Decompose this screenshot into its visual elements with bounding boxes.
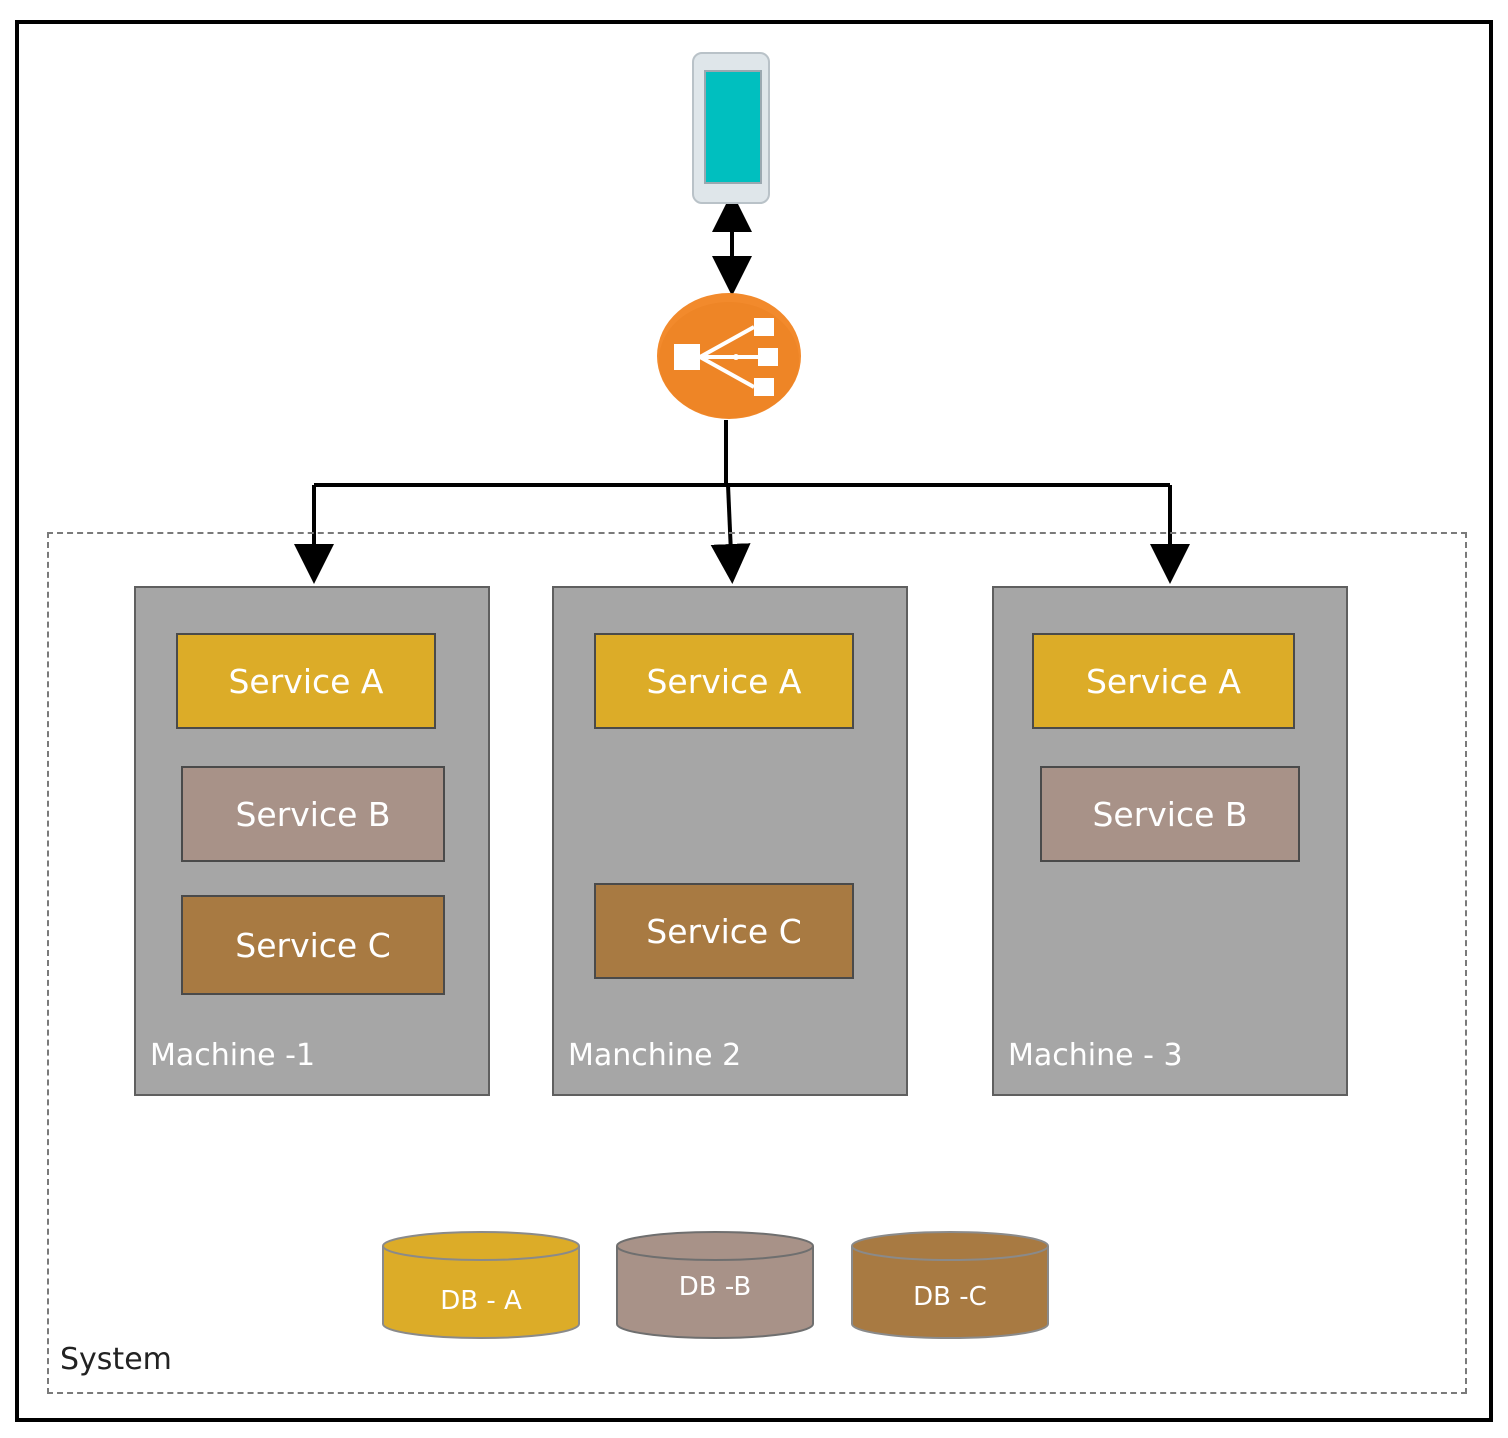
system-label: System	[60, 1342, 172, 1377]
machine-3-service-b: Service B	[1040, 766, 1300, 862]
machine-2: Service A Service C Manchine 2	[552, 586, 908, 1096]
database-c-body	[851, 1246, 1049, 1339]
database-a: DB - A	[381, 1230, 581, 1340]
lb-source-node	[674, 344, 700, 370]
machine-1-service-b: Service B	[181, 766, 445, 862]
database-c-label: DB -C	[913, 1282, 987, 1312]
database-b-top	[616, 1231, 814, 1261]
mobile-phone-icon	[692, 52, 770, 204]
phone-screen	[704, 70, 762, 184]
database-b: DB -B	[615, 1230, 815, 1340]
machine-1: Service A Service B Service C Machine -1	[134, 586, 490, 1096]
database-a-label: DB - A	[440, 1286, 522, 1316]
database-c: DB -C	[850, 1230, 1050, 1340]
lb-target-node-mid	[758, 348, 778, 366]
database-c-top	[851, 1231, 1049, 1261]
lb-target-node-top	[754, 318, 774, 336]
lb-fan-lines	[699, 325, 758, 389]
database-b-body	[616, 1246, 814, 1339]
database-a-body	[382, 1246, 580, 1339]
database-b-cylinder-icon	[616, 1231, 814, 1339]
machine-1-service-a: Service A	[176, 633, 436, 729]
machine-2-service-a: Service A	[594, 633, 854, 729]
machine-2-label: Manchine 2	[568, 1038, 742, 1073]
machine-3-service-a: Service A	[1032, 633, 1295, 729]
database-c-cylinder-icon	[851, 1231, 1049, 1339]
machine-3-label: Machine - 3	[1008, 1038, 1183, 1073]
load-balancer-icon	[657, 293, 801, 419]
machine-3: Service A Service B Machine - 3	[992, 586, 1348, 1096]
database-b-label: DB -B	[678, 1272, 752, 1302]
lb-junction	[733, 354, 739, 360]
database-a-cylinder-icon	[382, 1231, 580, 1339]
machine-1-label: Machine -1	[150, 1038, 316, 1073]
machine-1-service-c: Service C	[181, 895, 445, 995]
machine-2-service-c: Service C	[594, 883, 854, 979]
lb-target-node-bottom	[754, 378, 774, 396]
arrow-to-machine-2	[710, 484, 751, 584]
database-a-top	[382, 1231, 580, 1261]
system-boundary	[47, 532, 1467, 1394]
